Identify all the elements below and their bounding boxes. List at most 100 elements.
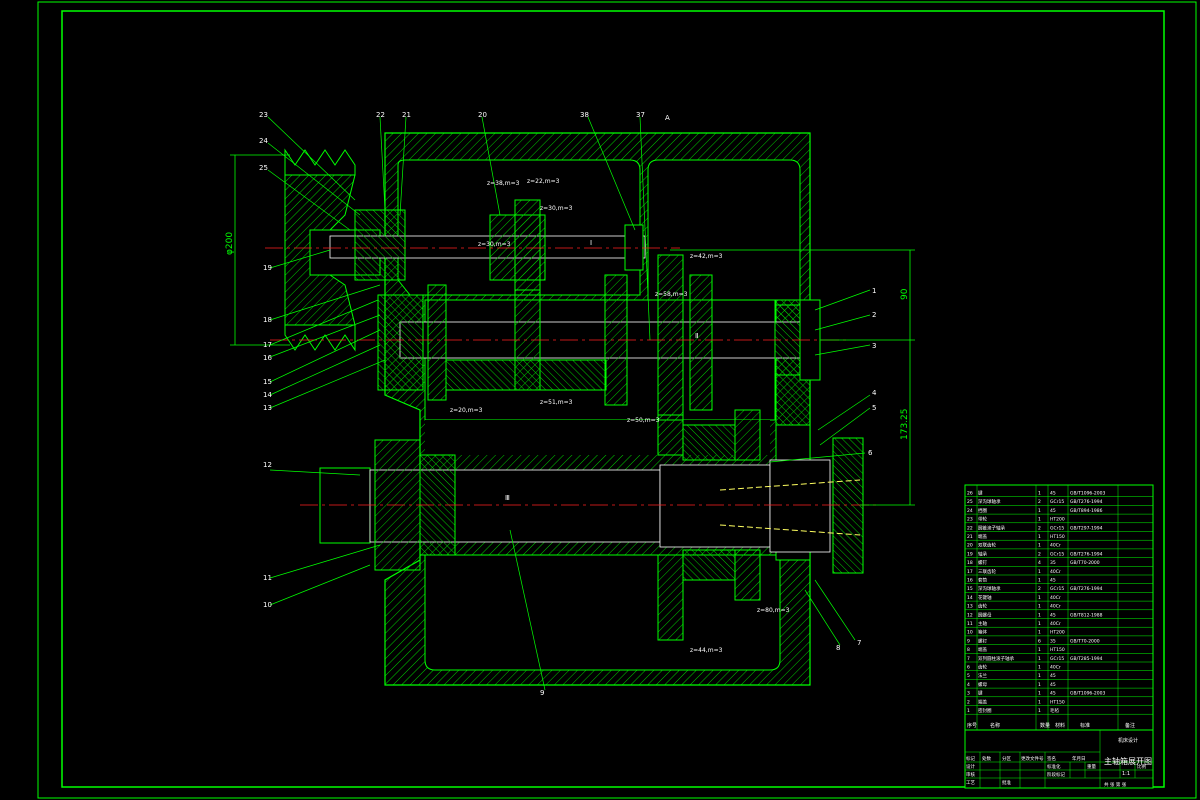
bom-cell: HT150: [1050, 647, 1065, 653]
bom-cell: 1: [1038, 699, 1041, 705]
bom-cell: 40Cr: [1050, 604, 1061, 610]
bom-cell: 2: [1038, 586, 1041, 592]
bom-cell: GB/T1096-2003: [1070, 491, 1106, 497]
callouts-left: 23 24 25 19 18 17 16 15 14 13 12 11 10: [259, 111, 272, 609]
bom-cell: 1: [1038, 621, 1041, 627]
bom-header-cell: 备注: [1125, 722, 1135, 729]
bom-header-cell: 标准: [1080, 722, 1090, 729]
bom-cell: 45: [1050, 682, 1056, 688]
callout: 17: [263, 341, 272, 349]
bom-cell: 20: [967, 543, 973, 549]
dimension-lines: [230, 154, 915, 506]
bom-cell: 6: [1038, 638, 1041, 644]
callout: 25: [259, 164, 268, 172]
bom-cell: 密封圈: [978, 707, 992, 714]
gear-label: z=30,m=3: [478, 241, 511, 248]
title-block: 主轴箱展开图 机床设计 1:1 共 张 第 张 标记 处数 分区 更改文件号 签…: [964, 729, 1154, 789]
bom-cell: 24: [967, 508, 973, 514]
leader-lines: [267, 116, 871, 691]
bom-cell: 19: [967, 551, 973, 557]
gear-label: z=80,m=3: [757, 607, 790, 614]
callout: 18: [263, 316, 272, 324]
callout: 2: [872, 311, 876, 319]
bom-cell: 键: [978, 490, 983, 497]
gear-label: z=58,m=3: [655, 291, 688, 298]
bom-cell: GCr15: [1050, 656, 1064, 662]
bom-cell: 45: [1050, 691, 1056, 697]
bom-cell: 挡圈: [978, 507, 987, 514]
bom-cell: 35: [1050, 638, 1056, 644]
bom-cell: GCr15: [1050, 525, 1064, 531]
bom-cell: 齿轮: [978, 664, 987, 671]
bom-cell: 双联齿轮: [978, 542, 996, 549]
dim-center-distance-2: 173.25: [900, 409, 910, 441]
title-block-role: 设计: [966, 763, 975, 770]
bom-header-cell: 序号: [967, 722, 977, 729]
bom-cell: 40Cr: [1050, 595, 1061, 601]
callout: 38: [580, 111, 589, 119]
bom-cell: HT150: [1050, 534, 1065, 540]
title-block-cell: 标记: [966, 755, 975, 762]
bom-cell: 1: [1038, 491, 1041, 497]
callout: 4: [872, 389, 877, 397]
bom-cell: 21: [967, 534, 973, 540]
shaft-label: Ⅲ: [505, 494, 510, 502]
bom-cell: 7: [967, 656, 970, 662]
bom-cell: 22: [967, 525, 973, 531]
bom-cell: 45: [1050, 491, 1056, 497]
title-block-role: 工艺: [966, 780, 975, 786]
bom-cell: GB/T276-1994: [1070, 499, 1103, 505]
gear-label: z=51,m=3: [540, 399, 573, 406]
gear-label: z=44,m=3: [690, 647, 723, 654]
bom-cell: 1: [1038, 517, 1041, 523]
bom-cell: 45: [1050, 578, 1056, 584]
gear-labels: z=38,m=3 z=22,m=3 z=30,m=3 z=30,m=3 z=42…: [450, 178, 790, 654]
bom-cell: GCr15: [1050, 586, 1064, 592]
bom-cell: 1: [1038, 630, 1041, 636]
bom-cell: 2: [1038, 525, 1041, 531]
bom-cell: 5: [967, 673, 970, 679]
title-block-cell: 处数: [982, 755, 991, 762]
title-block-cell: 更改文件号: [1021, 755, 1044, 762]
callout: 22: [376, 111, 385, 119]
bom-cell: 1: [1038, 612, 1041, 618]
bom-cell: 45: [1050, 508, 1056, 514]
bom-cell: 15: [967, 586, 973, 592]
bom-cell: 齿轮: [978, 603, 987, 610]
bom-cell: 螺母: [978, 681, 987, 688]
callout: 10: [263, 601, 272, 609]
bom-cell: 1: [1038, 604, 1041, 610]
bom-cell: 双列圆柱滚子轴承: [978, 655, 1014, 662]
bom-cell: 深沟球轴承: [978, 498, 1001, 505]
gearbox-housing: [384, 132, 811, 686]
bom-cell: 4: [967, 682, 970, 688]
callout: 21: [402, 111, 411, 119]
bom-cell: 套筒: [978, 577, 987, 584]
title-block-small: 标准化: [1047, 763, 1061, 770]
title-block-small: 阶段标记: [1047, 771, 1065, 778]
title-block-small: 重量: [1087, 763, 1096, 770]
callout: 24: [259, 137, 268, 145]
callout: 19: [263, 264, 272, 272]
bom-cell: 1: [1038, 569, 1041, 575]
bom-cell: 3: [967, 691, 970, 697]
bom-cell: 6: [967, 665, 970, 671]
callout: 15: [263, 378, 272, 386]
bom-cell: 45: [1050, 673, 1056, 679]
bom-cell: 18: [967, 560, 973, 566]
bom-cell: 8: [967, 647, 970, 653]
bom-cell: 螺钉: [978, 637, 987, 644]
dim-center-distance-1: 90: [900, 288, 910, 300]
bom-cell: GB/T812-1988: [1070, 612, 1103, 618]
bom-cell: GB/T70-2000: [1070, 560, 1100, 566]
callout: 8: [836, 644, 840, 652]
bom-cell: GB/T1096-2003: [1070, 691, 1106, 697]
bom-header: 序号 名称 数量 材料 标准 备注: [967, 722, 1135, 729]
callouts-right: 1 2 3 4 5 6 7 8 9: [540, 287, 877, 697]
title-block-cell: 年月日: [1072, 755, 1086, 762]
gear-label: z=30,m=3: [540, 205, 573, 212]
gear-label: z=42,m=3: [690, 253, 723, 260]
bom-cell: 箱体: [978, 629, 987, 636]
bom-cell: GB/T297-1994: [1070, 525, 1103, 531]
shaft-label: Ⅰ: [590, 239, 592, 247]
